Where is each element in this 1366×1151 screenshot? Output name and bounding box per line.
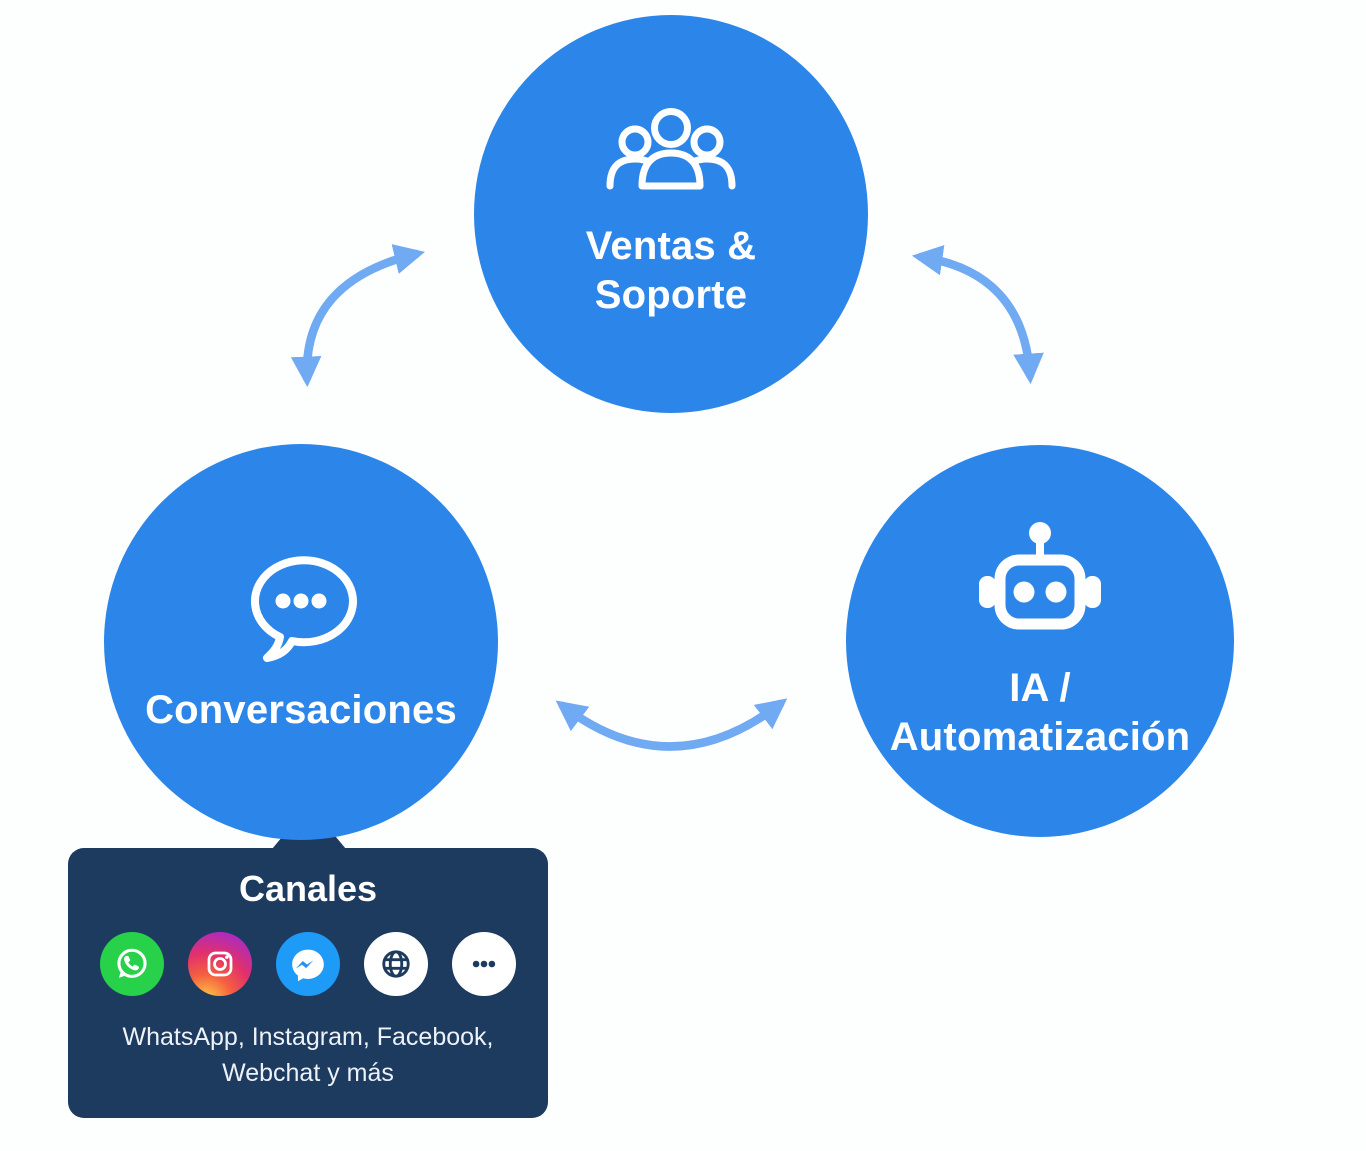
whatsapp-glyph [117,948,147,978]
robot-icon [979,522,1101,630]
webchat-globe-icon [364,932,428,996]
channels-panel-title: Canales [238,868,378,909]
node-sales-support-label: Ventas & Soporte [585,224,757,317]
channels-caption: WhatsApp, Instagram, Facebook, Webchat y… [122,1023,494,1087]
globe-glyph [382,950,410,978]
node-sales-support: Ventas & Soporte [474,15,868,413]
arrow-sales-ai [911,244,1044,385]
messenger-glyph [292,949,324,982]
node-ai-automation: IA / Automatización [846,445,1234,837]
channels-panel: Canales [68,834,548,1118]
more-channels-icon [452,932,516,996]
node-conversations: Conversaciones [104,444,498,840]
whatsapp-icon [100,932,164,996]
node-ai-automation-label: IA / Automatización [889,666,1191,759]
instagram-glyph [207,951,233,977]
arrow-conversations-ai [555,698,788,751]
messenger-icon [276,932,340,996]
people-group-icon [606,108,736,190]
chat-bubble-icon [250,555,357,662]
channel-icon-row [100,932,516,996]
arrow-conversations-sales [290,244,425,388]
node-conversations-label: Conversaciones [145,687,457,732]
ellipsis-glyph [472,960,496,968]
instagram-icon [188,932,252,996]
